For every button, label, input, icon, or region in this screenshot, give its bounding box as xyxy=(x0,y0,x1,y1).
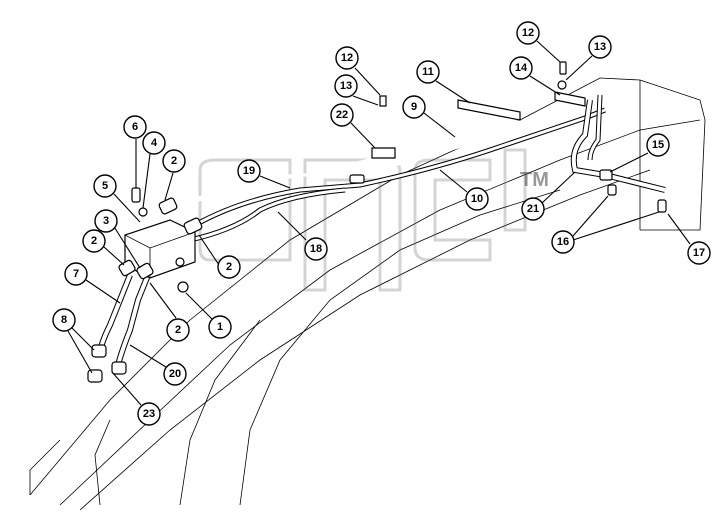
svg-text:6: 6 xyxy=(132,121,138,133)
svg-text:3: 3 xyxy=(103,215,109,227)
svg-text:9: 9 xyxy=(411,101,417,113)
callout-5[interactable]: 5 xyxy=(93,174,117,198)
svg-text:1: 1 xyxy=(217,321,223,333)
callout-18[interactable]: 18 xyxy=(304,237,328,261)
svg-text:5: 5 xyxy=(102,180,108,192)
brackets xyxy=(371,91,586,159)
callout-21[interactable]: 21 xyxy=(521,197,545,221)
svg-text:2: 2 xyxy=(226,261,232,273)
callout-19[interactable]: 19 xyxy=(237,159,261,183)
callout-10[interactable]: 10 xyxy=(465,187,489,211)
svg-text:15: 15 xyxy=(652,139,664,151)
svg-text:13: 13 xyxy=(594,41,606,53)
frame-outline xyxy=(29,77,706,511)
svg-text:4: 4 xyxy=(151,137,158,149)
callout-11[interactable]: 11 xyxy=(416,60,440,84)
callout-2[interactable]: 2 xyxy=(162,149,186,173)
callout-23[interactable]: 23 xyxy=(137,402,161,426)
svg-text:10: 10 xyxy=(471,193,483,205)
svg-text:13: 13 xyxy=(340,80,352,92)
callout-2[interactable]: 2 xyxy=(217,255,241,279)
svg-text:23: 23 xyxy=(143,408,155,420)
callout-9[interactable]: 9 xyxy=(402,95,426,119)
svg-text:12: 12 xyxy=(522,27,534,39)
svg-text:18: 18 xyxy=(310,243,322,255)
fittings xyxy=(87,61,667,383)
callout-17[interactable]: 17 xyxy=(687,241,711,265)
callout-4[interactable]: 4 xyxy=(142,131,166,155)
svg-text:8: 8 xyxy=(61,314,67,326)
svg-text:2: 2 xyxy=(91,235,97,247)
trademark-text: TM xyxy=(520,169,549,191)
callouts: 1 2 2 2 2 3 4 5 6 xyxy=(52,21,711,426)
svg-text:19: 19 xyxy=(243,165,255,177)
svg-text:11: 11 xyxy=(422,66,434,78)
svg-text:22: 22 xyxy=(336,109,348,121)
callout-6[interactable]: 6 xyxy=(123,115,147,139)
callout-22[interactable]: 22 xyxy=(330,103,354,127)
callout-15[interactable]: 15 xyxy=(646,133,670,157)
callout-20[interactable]: 20 xyxy=(163,362,187,386)
callout-13[interactable]: 13 xyxy=(334,74,358,98)
svg-text:7: 7 xyxy=(73,268,79,280)
callout-2[interactable]: 2 xyxy=(82,229,106,253)
callout-13[interactable]: 13 xyxy=(588,35,612,59)
callout-7[interactable]: 7 xyxy=(64,262,88,286)
svg-text:16: 16 xyxy=(557,236,569,248)
svg-text:2: 2 xyxy=(171,155,177,167)
svg-text:21: 21 xyxy=(527,203,539,215)
callout-16[interactable]: 16 xyxy=(551,230,575,254)
svg-text:12: 12 xyxy=(341,52,353,64)
svg-text:14: 14 xyxy=(515,62,528,74)
callout-12[interactable]: 12 xyxy=(335,46,359,70)
callout-8[interactable]: 8 xyxy=(52,308,76,332)
callout-3[interactable]: 3 xyxy=(94,209,118,233)
svg-text:2: 2 xyxy=(175,324,181,336)
callout-14[interactable]: 14 xyxy=(509,56,533,80)
callout-1[interactable]: 1 xyxy=(208,315,232,339)
callout-12[interactable]: 12 xyxy=(516,21,540,45)
right-tubes xyxy=(570,94,666,193)
svg-text:17: 17 xyxy=(693,247,705,259)
svg-text:20: 20 xyxy=(169,368,181,380)
callout-2[interactable]: 2 xyxy=(166,318,190,342)
